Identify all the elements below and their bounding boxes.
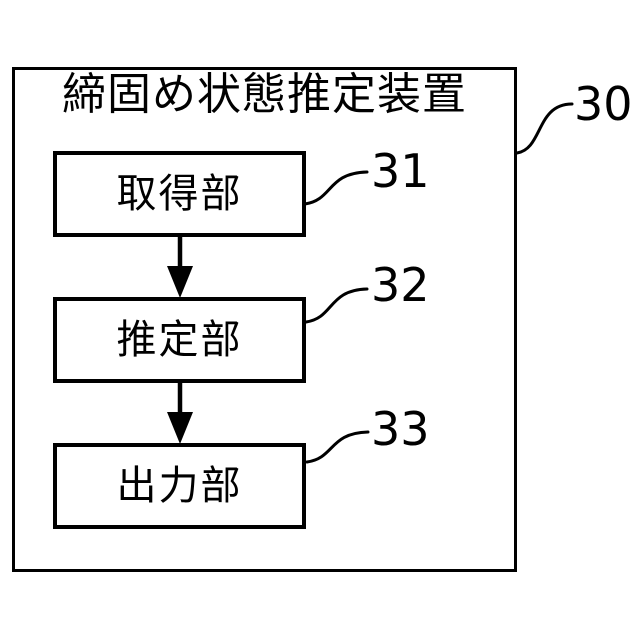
- ref-numeral-31: 31: [371, 144, 430, 198]
- block-estimation-unit-label: 推定部: [116, 317, 243, 363]
- block-acquisition-unit: 取得部: [53, 151, 306, 237]
- block-output-unit: 出力部: [53, 443, 306, 529]
- device-title: 締固め状態推定装置: [62, 69, 467, 120]
- block-acquisition-unit-label: 取得部: [116, 171, 243, 217]
- ref-numeral-30: 30: [574, 77, 633, 131]
- block-estimation-unit: 推定部: [53, 297, 306, 383]
- ref-numeral-32: 32: [371, 258, 430, 312]
- ref-numeral-33: 33: [371, 402, 430, 456]
- leader-line-ref-30: [515, 102, 574, 155]
- block-output-unit-label: 出力部: [116, 463, 243, 509]
